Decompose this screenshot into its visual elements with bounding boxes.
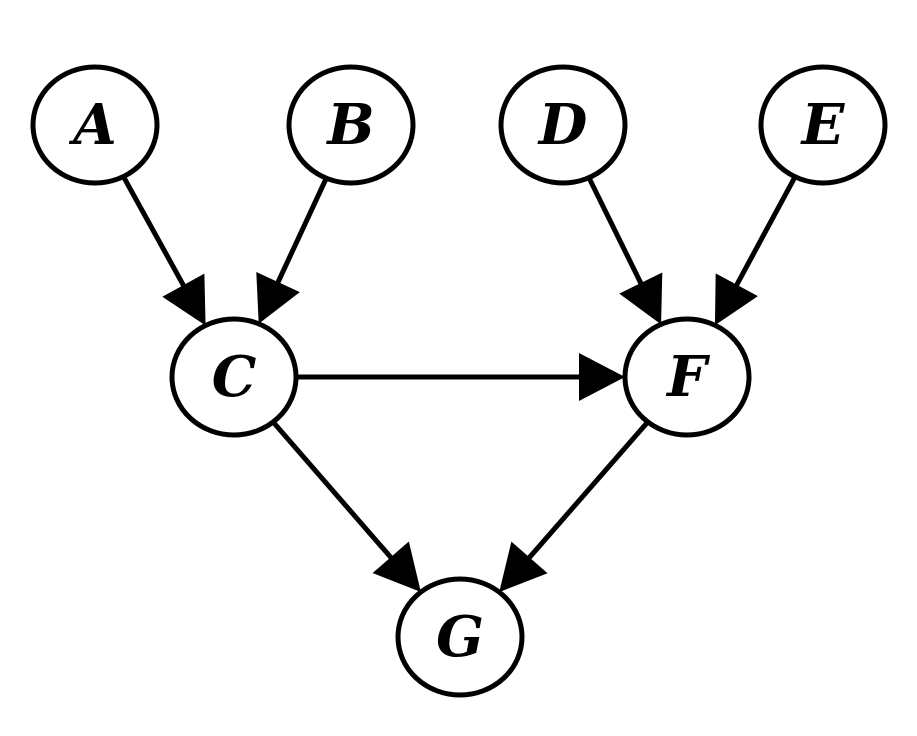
node-E: E: [758, 64, 888, 186]
node-label: C: [212, 344, 257, 410]
edge-E-F: [714, 175, 798, 326]
node-label: D: [537, 92, 588, 158]
arrowhead-icon: [619, 272, 663, 325]
node-label: F: [665, 344, 711, 410]
node-D: D: [498, 64, 628, 186]
node-circle: [622, 316, 752, 438]
node-C: C: [169, 316, 299, 438]
edge-line: [271, 420, 394, 561]
node-G: G: [395, 576, 525, 698]
node-circle: [758, 64, 888, 186]
arrowhead-icon: [256, 271, 300, 324]
node-circle: [286, 64, 416, 186]
arrowhead-icon: [162, 273, 206, 326]
edge-A-C: [121, 175, 206, 326]
node-A: A: [30, 64, 160, 186]
edge-C-G: [271, 420, 421, 592]
node-label: B: [325, 92, 374, 158]
node-circle: [395, 576, 525, 698]
node-label: E: [800, 92, 846, 158]
node-F: F: [622, 316, 752, 438]
arrowhead-icon: [714, 273, 758, 326]
edges-layer: [121, 175, 798, 593]
arrowhead-icon: [579, 353, 625, 401]
edge-B-C: [256, 177, 329, 324]
edge-F-G: [499, 420, 650, 593]
edge-line: [586, 176, 644, 286]
edge-line: [733, 175, 798, 288]
arrowhead-icon: [499, 541, 548, 593]
node-B: B: [286, 64, 416, 186]
edge-C-F: [296, 353, 625, 401]
node-label: A: [68, 92, 116, 158]
edge-line: [526, 420, 650, 561]
node-label: G: [436, 604, 484, 670]
edge-D-F: [586, 176, 663, 325]
node-circle: [30, 64, 160, 186]
node-circle: [498, 64, 628, 186]
nodes-layer: A B D E C F G: [30, 64, 888, 698]
node-circle: [169, 316, 299, 438]
edge-line: [274, 177, 329, 285]
arrowhead-icon: [372, 541, 421, 592]
edge-line: [121, 175, 187, 289]
